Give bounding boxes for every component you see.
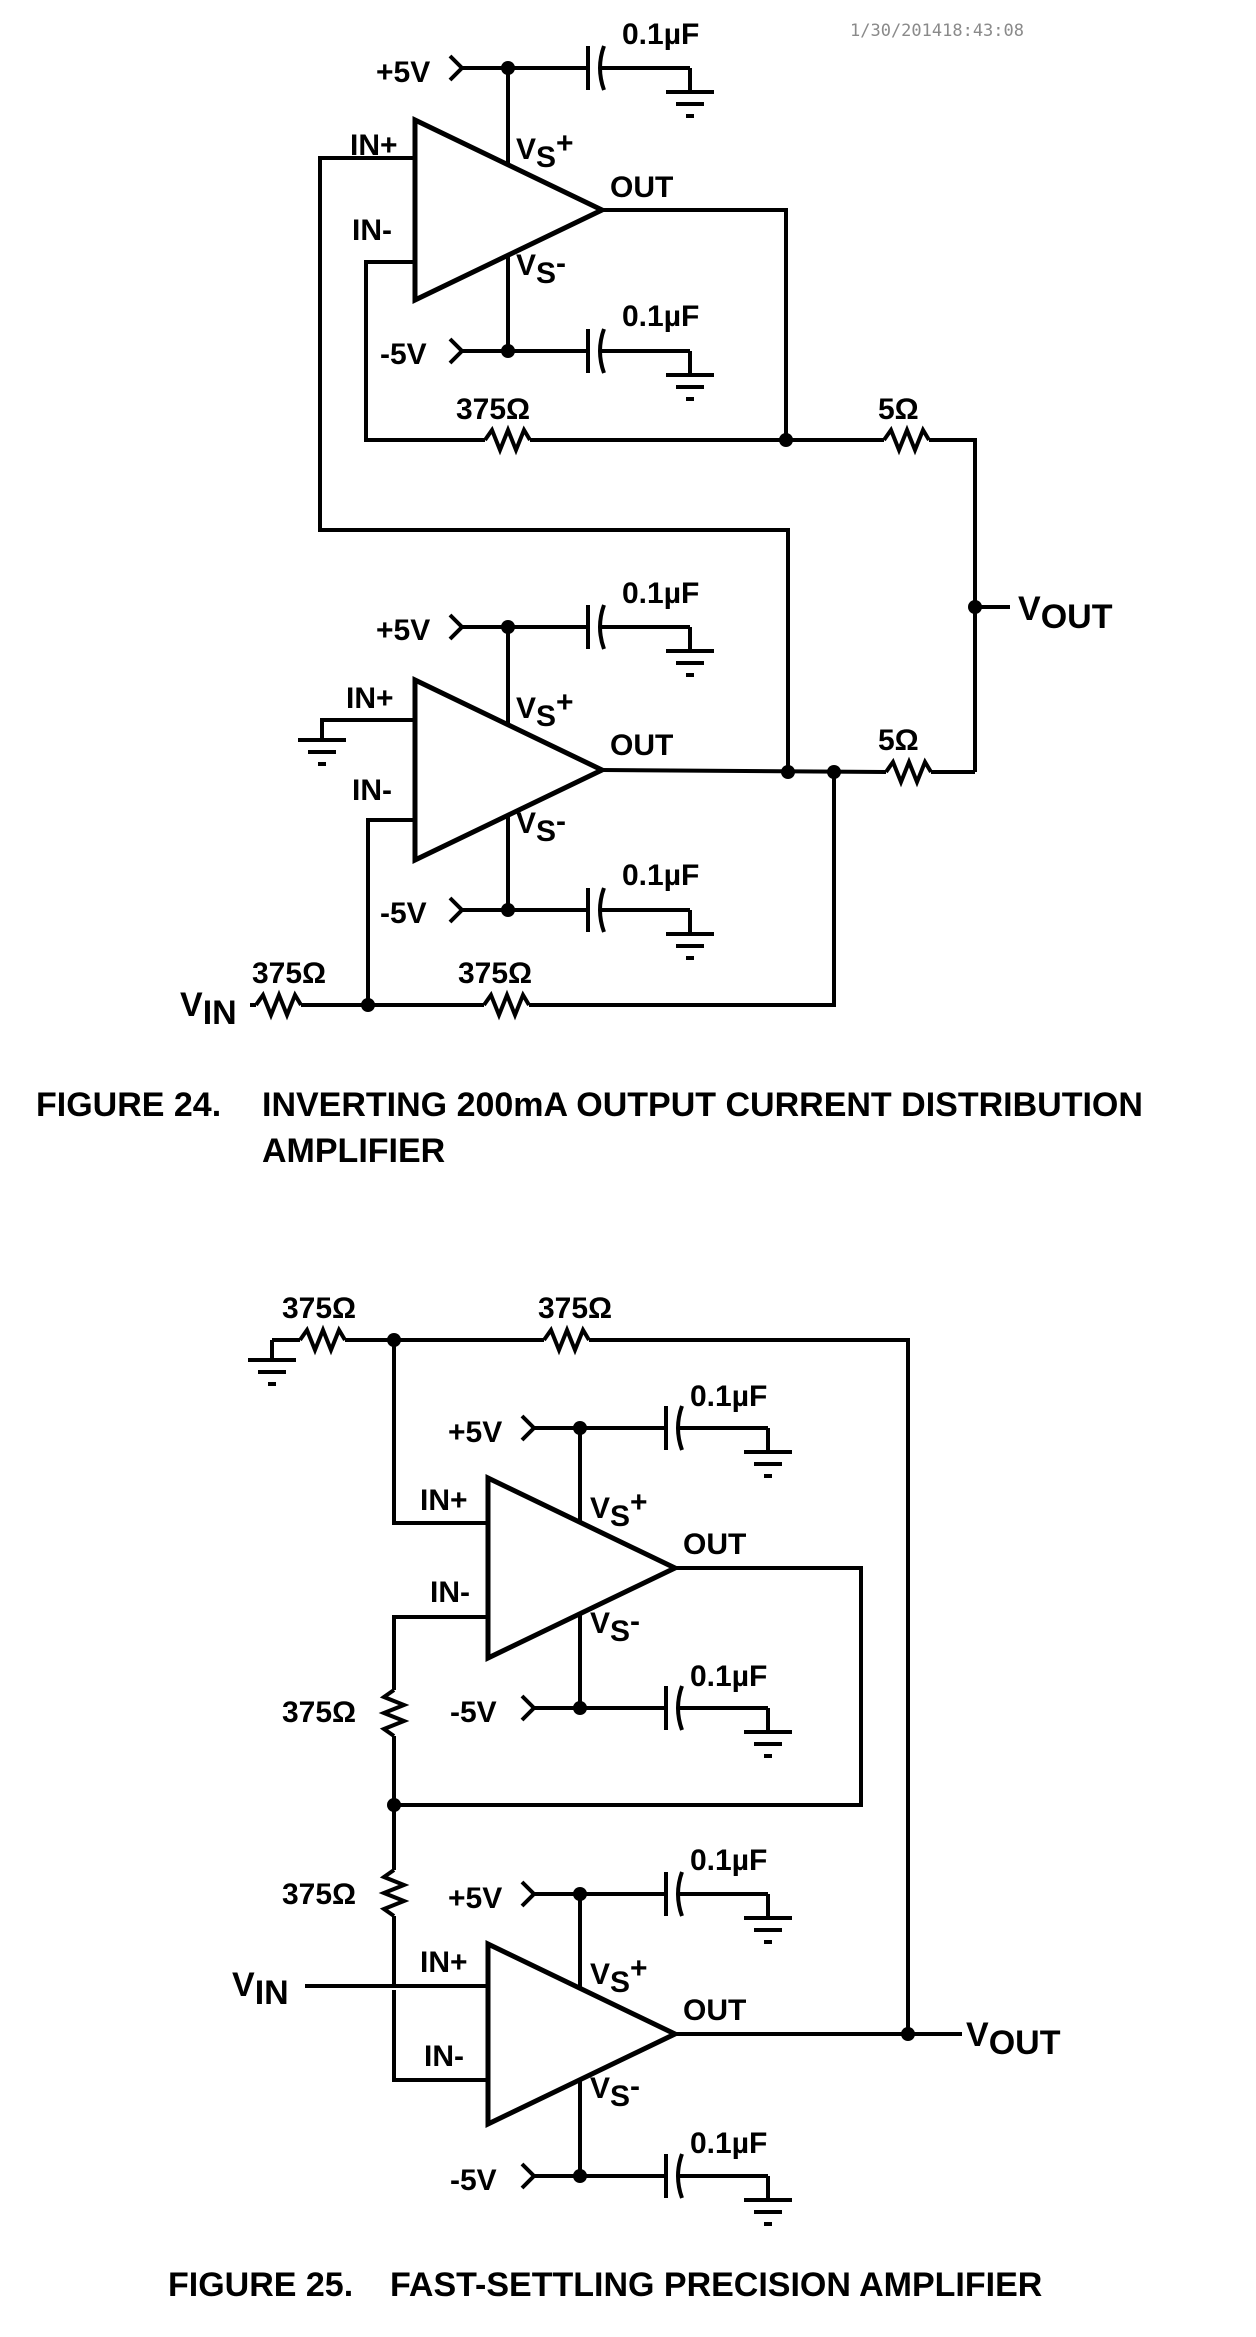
figure-24-title-line2: AMPLIFIER: [262, 1132, 446, 1170]
fig25-amp-b-cap-neg: 0.1µF: [690, 2127, 767, 2160]
fig25-amp-a-cap-pos: 0.1µF: [690, 1380, 767, 1413]
fig25-r-top-left: 375Ω: [282, 1292, 356, 1325]
figure-24-number: FIGURE 24.: [36, 1086, 222, 1124]
fig24-r-feedback-b: 375Ω: [458, 957, 532, 990]
fig25-r-low: 375Ω: [282, 1878, 356, 1911]
fig24-amp-a-vs-minus: VS-: [516, 247, 566, 290]
figure-25-title: FAST-SETTLING PRECISION AMPLIFIER: [390, 2266, 1043, 2304]
fig24-amp-a-in-minus: IN-: [352, 214, 392, 247]
fig25-r-mid: 375Ω: [282, 1696, 356, 1729]
fig25-amp-b-vs-plus: VS+: [590, 1952, 648, 1999]
fig25-vout-label: VOUT: [966, 2016, 1061, 2062]
fig24-amp-b-in-minus: IN-: [352, 774, 392, 807]
fig25-amp-a-vs-plus: VS+: [590, 1486, 648, 1533]
fig24-amp-a-cap-neg: 0.1µF: [622, 300, 699, 333]
fig25-amp-a-in-minus: IN-: [430, 1576, 470, 1609]
fig24-amp-b-in-plus: IN+: [346, 682, 394, 715]
fig25-amp-b-vs-minus: VS-: [590, 2070, 640, 2113]
figure-24-schematic: +5V 0.1µF IN+ IN- OUT VS+ VS- 0.1µF -5V …: [180, 18, 1113, 1032]
fig25-amp-a-supply-neg: -5V: [450, 1696, 497, 1729]
fig24-amp-a-vs-plus: VS+: [516, 127, 574, 174]
fig25-amp-b-cap-pos: 0.1µF: [690, 1844, 767, 1877]
fig25-amp-a-cap-neg: 0.1µF: [690, 1660, 767, 1693]
fig24-amp-a-supply-neg: -5V: [380, 338, 427, 371]
fig24-amp-a-in-plus: IN+: [350, 129, 398, 162]
fig24-amp-a-out: OUT: [610, 171, 673, 204]
fig24-vout-label: VOUT: [1018, 590, 1113, 636]
fig24-amp-a-supply-pos: +5V: [376, 56, 430, 89]
fig24-amp-b-cap-pos: 0.1µF: [622, 577, 699, 610]
fig24-amp-b-vs-plus: VS+: [516, 686, 574, 733]
fig25-amp-a-vs-minus: VS-: [590, 1605, 640, 1648]
supply-arrow-neg-b: [448, 896, 465, 924]
fig25-amp-b-in-plus: IN+: [420, 1946, 468, 1979]
fig25-vin-label: VIN: [232, 1966, 289, 2012]
fig24-amp-b-supply-pos: +5V: [376, 614, 430, 647]
fig24-r-out-b: 5Ω: [878, 724, 919, 757]
figure-25-number: FIGURE 25.: [168, 2266, 354, 2304]
fig24-r-input: 375Ω: [252, 957, 326, 990]
fig25-amp-a-in-plus: IN+: [420, 1484, 468, 1517]
figure-24-caption: FIGURE 24. INVERTING 200mA OUTPUT CURREN…: [36, 1086, 1216, 1176]
fig25-amp-b-supply-pos: +5V: [448, 1882, 502, 1915]
fig24-amp-b-cap-neg: 0.1µF: [622, 859, 699, 892]
supply-arrow-pos-a: [448, 54, 465, 82]
fig24-vin-label: VIN: [180, 986, 237, 1032]
fig24-amp-b-out: OUT: [610, 729, 673, 762]
fig25-amp-b-supply-neg: -5V: [450, 2164, 497, 2197]
fig24-amp-b-vs-minus: VS-: [516, 805, 566, 848]
op-amp-b-symbol: [412, 676, 608, 864]
fig25-amp-b-in-minus: IN-: [424, 2040, 464, 2073]
op-amp-a-symbol: [412, 116, 608, 304]
fig24-amp-a-cap-pos: 0.1µF: [622, 18, 699, 51]
supply-arrow-pos-b: [448, 613, 465, 641]
fig25-amp-a-supply-pos: +5V: [448, 1416, 502, 1449]
fig24-amp-b-supply-neg: -5V: [380, 897, 427, 930]
fig25-amp-a-out: OUT: [683, 1528, 746, 1561]
figure-24-title-line1: INVERTING 200mA OUTPUT CURRENT DISTRIBUT…: [262, 1086, 1143, 1124]
fig24-r-feedback-a: 375Ω: [456, 393, 530, 426]
figure-25-schematic: 375Ω 375Ω +5V 0.1µF IN+ IN- OUT VS+ VS- …: [232, 1292, 1061, 2226]
fig24-r-out-a: 5Ω: [878, 393, 919, 426]
print-timestamp: 1/30/201418:43:08: [850, 21, 1024, 41]
figure-25-caption: FIGURE 25. FAST-SETTLING PRECISION AMPLI…: [168, 2266, 1128, 2310]
supply-arrow-neg-a: [448, 337, 465, 365]
fig25-amp-b-out: OUT: [683, 1994, 746, 2027]
fig25-r-top-right: 375Ω: [538, 1292, 612, 1325]
